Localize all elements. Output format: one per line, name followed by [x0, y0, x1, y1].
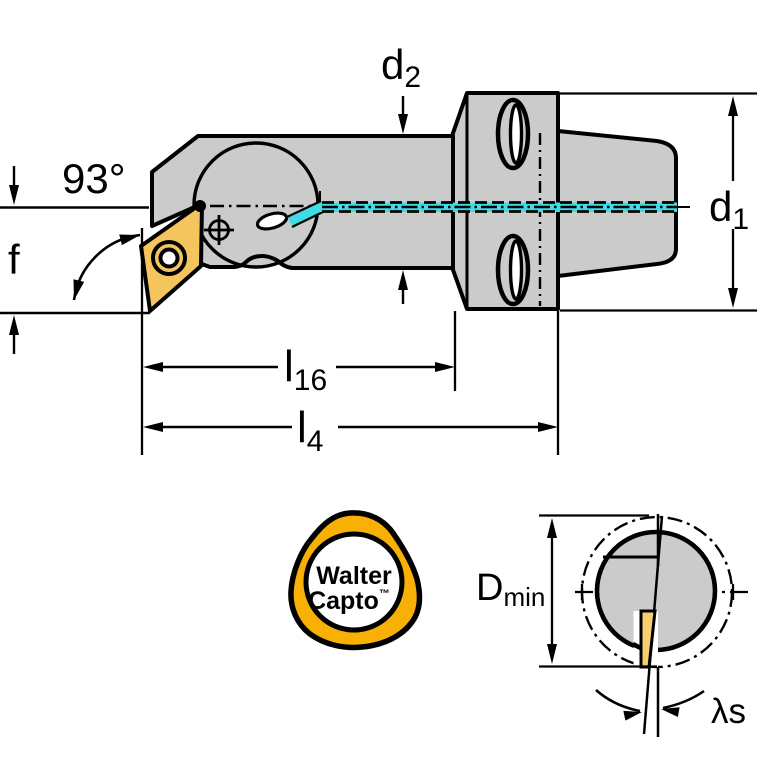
- d1-arrow-down: [728, 288, 738, 308]
- slot-slit-bottom: [508, 239, 524, 301]
- lambda-arc-left: [595, 689, 641, 713]
- insert-screw-hole-inner: [158, 247, 180, 269]
- l4-label: l4: [297, 403, 323, 458]
- lambda-label: λs: [711, 692, 746, 731]
- f-label: f: [8, 236, 20, 283]
- trademark-symbol: ™: [379, 588, 390, 600]
- dimension-d2: d2: [381, 41, 421, 304]
- dmin-arrow-down: [547, 644, 557, 664]
- shank-bottom-edge: [210, 254, 453, 270]
- lambda-arrow-right: [661, 707, 680, 718]
- l16-arrow-left: [143, 362, 163, 372]
- dimension-l4: l4: [143, 403, 558, 458]
- l16-label: l16: [284, 342, 327, 397]
- dmin-arrow-up: [547, 518, 557, 538]
- coolant-horizontal: [320, 202, 677, 212]
- approach-angle-label: 93°: [62, 155, 126, 202]
- d1-label: d1: [709, 183, 749, 236]
- f-arrow-up: [9, 315, 19, 335]
- dimension-f: f: [0, 166, 150, 354]
- d1-arrow-up: [728, 96, 738, 116]
- tool-side-view: [139, 91, 690, 313]
- flange-slot-top: [495, 97, 531, 171]
- coolant-diagonal-edge-top: [286, 200, 322, 218]
- angle-arc-arrowhead-lower: [73, 279, 85, 300]
- logo-inner-circle: [303, 531, 405, 633]
- f-arrow-down: [9, 185, 19, 205]
- d2-arrow-down: [398, 114, 408, 134]
- insert-tip-dot: [194, 200, 206, 212]
- dmin-label: Dmin: [476, 567, 545, 612]
- coolant-channel: [286, 200, 690, 228]
- logo-brand-line1: Walter: [316, 562, 392, 590]
- angle-arc-arrowhead-upper: [119, 234, 140, 246]
- cross-section-view: Dmin λs: [476, 514, 750, 737]
- coolant-exit-hole: [255, 211, 289, 231]
- dimensions: 93° f d2 d1: [0, 41, 757, 458]
- l4-arrow-right: [538, 422, 558, 432]
- logo-brand-line2: Capto™: [308, 587, 390, 615]
- coolant-diagonal-edge-bottom: [291, 209, 328, 228]
- l16-arrow-right: [435, 362, 455, 372]
- position-target-icon: [204, 215, 234, 245]
- slot-slit-top: [508, 103, 524, 165]
- dimension-lambda-s: λs: [595, 689, 746, 731]
- d2-arrow-up: [398, 270, 408, 290]
- lambda-arrow-left: [623, 710, 642, 721]
- lambda-arc-right: [662, 689, 705, 710]
- dimension-d1: d1: [560, 92, 757, 312]
- insert: [139, 200, 206, 313]
- l4-arrow-left: [143, 422, 163, 432]
- flange-slot-bottom: [495, 233, 531, 307]
- coolant-diagonal: [288, 200, 327, 227]
- walter-capto-logo: Walter Capto™: [288, 510, 423, 651]
- dimension-dmin: Dmin: [476, 514, 657, 668]
- d2-label: d2: [381, 41, 421, 94]
- insert-screw-hole-outer: [151, 240, 187, 276]
- dimension-l16: l16: [143, 342, 455, 397]
